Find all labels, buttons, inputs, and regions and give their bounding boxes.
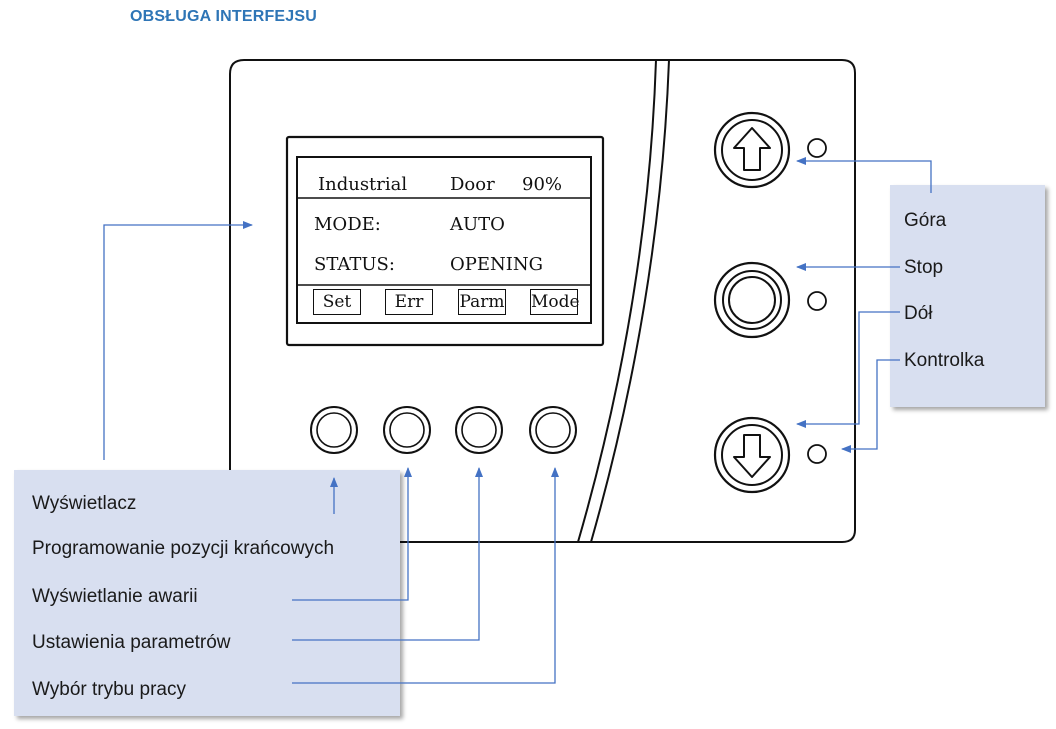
lcd-mode-value: AUTO: [450, 214, 505, 235]
label-mode-selection: Wybór trybu pracy: [32, 679, 186, 700]
panel-separator: [577, 59, 657, 543]
lcd-display: Industrial Door 90% MODE: AUTO STATUS: O…: [298, 158, 590, 322]
softkey-button-set[interactable]: [310, 406, 358, 454]
lcd-title-word: Door: [450, 174, 495, 195]
arrow-up-icon: [733, 127, 771, 171]
label-up: Góra: [904, 210, 947, 231]
label-parameter-settings: Ustawienia parametrów: [32, 632, 231, 653]
left-callout-box: Wyświetlacz Programowanie pozycji krańco…: [14, 470, 400, 716]
lcd-mode-label: MODE:: [314, 214, 381, 235]
arrow-down-icon: [733, 434, 771, 478]
softkey-label-parm: Parm: [458, 289, 506, 315]
label-limit-programming: Programowanie pozycji krańcowych: [32, 538, 335, 559]
indicator-led-down: [807, 444, 827, 464]
lcd-inner-frame: [296, 156, 592, 324]
label-display: Wyświetlacz: [32, 493, 137, 514]
up-button[interactable]: [713, 111, 791, 189]
indicator-led-up: [807, 138, 827, 158]
softkey-label-err: Err: [385, 289, 433, 315]
softkey-button-err[interactable]: [383, 406, 431, 454]
softkey-button-parm[interactable]: [455, 406, 503, 454]
stop-icon: [728, 276, 776, 324]
lcd-title-percent: 90%: [522, 174, 563, 195]
right-callout-box: Góra Stop Dół Kontrolka: [890, 185, 1045, 407]
softkey-label-set: Set: [313, 289, 361, 315]
label-down: Dół: [904, 303, 933, 324]
panel-separator-inner: [590, 59, 670, 543]
indicator-led-stop: [807, 291, 827, 311]
lcd-status-value: OPENING: [450, 254, 543, 275]
stop-button[interactable]: [713, 261, 791, 339]
down-button[interactable]: [713, 416, 791, 494]
lcd-status-label: STATUS:: [314, 254, 395, 275]
section-title: OBSŁUGA INTERFEJSU: [130, 8, 318, 25]
softkey-label-mode: Mode: [530, 289, 580, 315]
label-stop: Stop: [904, 257, 944, 278]
label-indicator: Kontrolka: [904, 350, 985, 371]
label-fault-display: Wyświetlanie awarii: [32, 586, 198, 607]
softkey-button-mode[interactable]: [529, 406, 577, 454]
lcd-title-word: Industrial: [318, 174, 408, 195]
